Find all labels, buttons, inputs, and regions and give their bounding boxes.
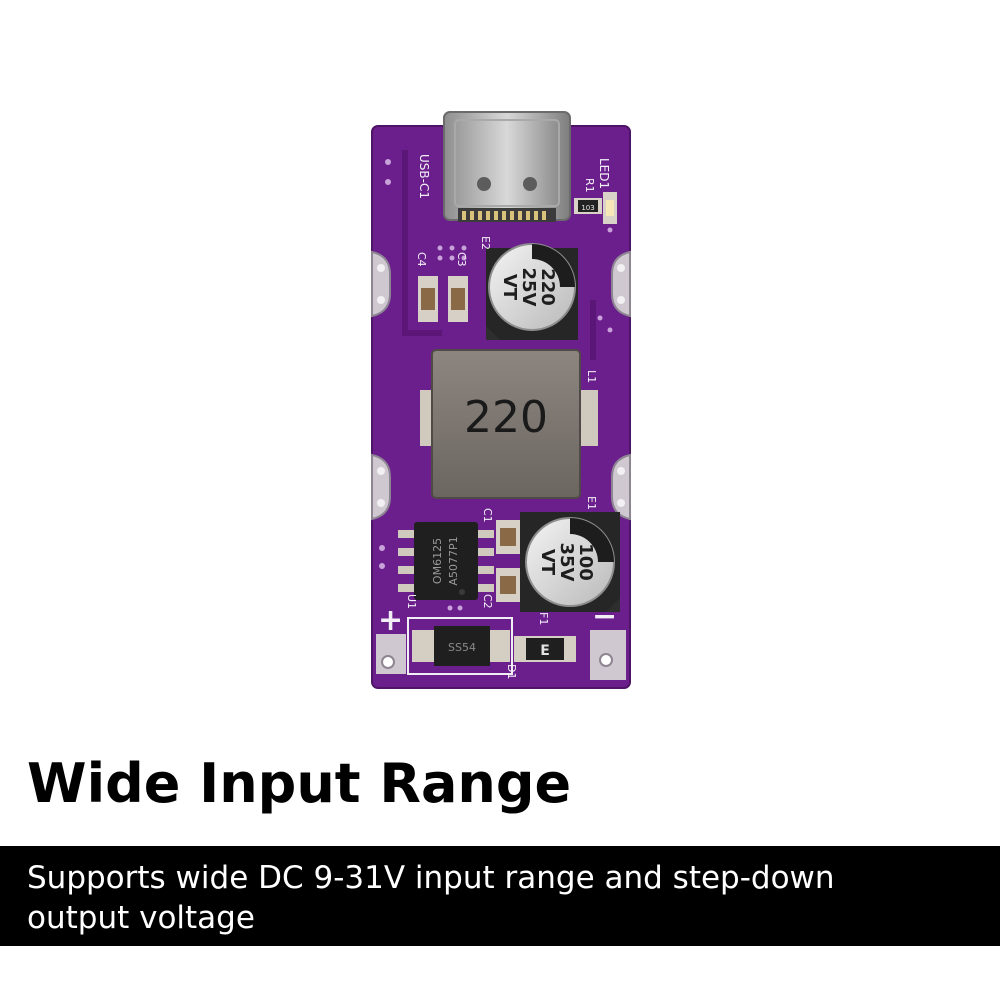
- description-text: Supports wide DC 9-31V input range and s…: [27, 860, 835, 936]
- silkscreen-labels: USB-C1 LED1 R1 E2 C4 C3 L1 E1 C1 C2 U1 D…: [378, 154, 617, 679]
- label-l1: L1: [585, 370, 598, 383]
- svg-text:OM6125: OM6125: [431, 538, 444, 584]
- svg-text:A5077P1: A5077P1: [447, 536, 460, 585]
- headline-title: Wide Input Range: [27, 752, 572, 815]
- input-pad-positive: [376, 634, 406, 674]
- label-c3: C3: [455, 252, 468, 267]
- capacitor-c2: [496, 568, 520, 602]
- label-f1: F1: [537, 612, 550, 625]
- ic-u1: OM6125 A5077P1: [398, 522, 494, 600]
- fuse-f1: E: [514, 636, 576, 662]
- description-banner: Supports wide DC 9-31V input range and s…: [0, 846, 1000, 946]
- svg-text:220: 220: [537, 268, 558, 306]
- label-e1: E1: [585, 496, 598, 510]
- label-led1: LED1: [597, 158, 611, 189]
- label-e2: E2: [479, 236, 492, 250]
- product-photo: 103 220 25V VT 220: [371, 111, 631, 689]
- pcb-board-illustration: 103 220 25V VT 220: [371, 111, 631, 689]
- label-r1: R1: [583, 178, 596, 193]
- svg-text:100: 100: [575, 543, 596, 581]
- capacitor-c4: [418, 276, 438, 322]
- label-c2: C2: [481, 594, 494, 609]
- capacitor-c1: [496, 520, 520, 554]
- usb-c-connector: [443, 111, 571, 222]
- inductor-l1: 220: [420, 349, 598, 499]
- label-usb-c1: USB-C1: [417, 154, 431, 199]
- led: [603, 192, 617, 224]
- label-c1: C1: [481, 508, 494, 523]
- label-d1: D1: [505, 664, 518, 679]
- capacitor-c3: [448, 276, 468, 322]
- diode-d1: SS54: [407, 617, 513, 675]
- svg-text:VT: VT: [499, 274, 520, 301]
- resistor-r1: 103: [574, 198, 602, 214]
- label-u1: U1: [405, 594, 418, 609]
- svg-text:35V: 35V: [556, 543, 577, 582]
- svg-text:25V: 25V: [518, 268, 539, 307]
- electrolytic-capacitor-e2: 220 25V VT: [486, 243, 578, 340]
- label-c4: C4: [415, 252, 428, 267]
- electrolytic-capacitor-e1: 100 35V VT: [520, 512, 620, 612]
- label-minus: −: [592, 599, 617, 634]
- svg-text:E: E: [540, 643, 550, 659]
- svg-text:SS54: SS54: [448, 641, 476, 654]
- svg-text:VT: VT: [537, 549, 558, 576]
- svg-text:220: 220: [464, 392, 548, 443]
- svg-text:103: 103: [581, 204, 594, 212]
- label-plus: +: [378, 603, 403, 638]
- input-pad-negative: [590, 630, 626, 680]
